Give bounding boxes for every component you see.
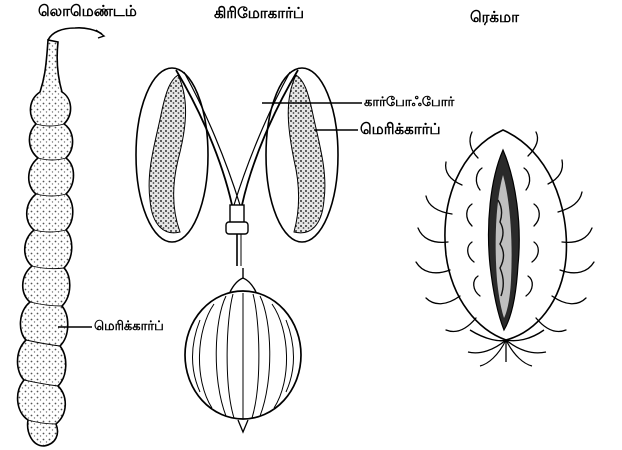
cremocarp-split: [136, 68, 338, 266]
carpophore-label: கார்போஃபோர்: [364, 96, 454, 109]
cremocarp-whole: [185, 268, 301, 432]
cremocarp-mericarp-label: மெரிக்கார்ப்: [360, 122, 441, 137]
cremocarp-title: கிரிமோகார்ப்: [214, 6, 304, 21]
lomentum-title: லொமெண்டம்: [38, 4, 137, 19]
lomentum-mericarp-label: மெரிக்கார்ப்: [94, 320, 164, 333]
lomentum-pod: [18, 28, 105, 446]
regma-title: ரெக்மா: [470, 10, 519, 25]
regma-fruit: [416, 130, 594, 366]
